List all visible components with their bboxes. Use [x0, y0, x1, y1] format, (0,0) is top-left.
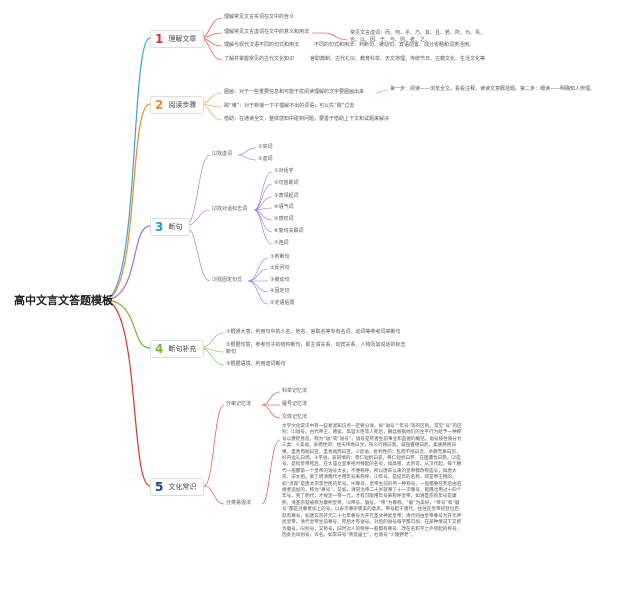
node-proper-nouns[interactable]: ①根通大意，利用句中的人名、地名、官职名等专有名词、动词等参考词来断句: [226, 329, 401, 335]
node-category-confusion[interactable]: 分类易混法: [226, 500, 252, 506]
node-item[interactable]: ⑤定语后置: [270, 300, 295, 306]
node-item[interactable]: ③被动句: [270, 277, 290, 283]
node-notional-words[interactable]: 理解常见文言实词在文中的含义: [224, 14, 295, 20]
node-sentence-patterns[interactable]: 理解与现代汉语不同的句式和用法: [224, 42, 300, 48]
node-skip-hard[interactable]: 跨“难”：对于新接一下子理解不出的词语，可以先“跨”过去: [224, 103, 355, 109]
root-topic[interactable]: 高中文言文答题模板: [14, 294, 113, 307]
node-item[interactable]: ③表领起词: [274, 193, 299, 199]
node-function-words-detail[interactable]: 常见文言虚词：而、何、乎、乃、其、且、若、所、为、焉、也、以、因、于、与、则、者…: [350, 30, 486, 43]
node-item[interactable]: 文体记忆法: [282, 414, 308, 420]
node-find-dialogue-markers[interactable]: ⑵找对话标志词: [212, 206, 248, 212]
node-item[interactable]: ①对话字: [274, 168, 294, 174]
node-item[interactable]: 履号记忆法: [282, 401, 308, 407]
node-item[interactable]: ②虚词: [258, 156, 273, 162]
node-category-confusion-detail[interactable]: 文学文化常识中有一些易混知识点一定要分清。如“谥号”“年号”等的区别。常见“号”…: [282, 424, 462, 538]
node-item[interactable]: ④固定句: [270, 288, 290, 294]
topic-label: 断句: [168, 223, 183, 231]
node-use-context-words[interactable]: ③根据语境，利用虚词断句: [226, 361, 286, 367]
node-sentence-structure[interactable]: ②根据句意，参考句子的结构断句，即主谓关系、动宾关系、人物及其说话的标志断句: [226, 342, 406, 355]
topic-label: 断句补充: [168, 345, 197, 353]
node-item[interactable]: ②反问句: [270, 265, 290, 271]
node-item[interactable]: ⑦连词: [274, 240, 289, 246]
topic-reading-steps[interactable]: 2 阅读步骤: [150, 96, 205, 114]
topic-label: 理解文章: [168, 35, 197, 43]
node-use-context[interactable]: 借助：在通读全文，整体感知中碰到问题，要善于借助上下文和试题来解决: [224, 116, 390, 122]
node-item[interactable]: ①实词: [258, 144, 273, 150]
node-culture-knowledge[interactable]: 了解并掌握常见的古代文化知识: [224, 56, 295, 62]
topic-label: 阅读步骤: [168, 101, 197, 109]
topic-number: 3: [155, 220, 164, 234]
topic-number: 2: [155, 98, 164, 112]
node-find-function-words[interactable]: ⑴找虚词: [212, 151, 233, 157]
topic-sentence-break[interactable]: 3 断句: [150, 218, 191, 236]
node-function-words[interactable]: 理解常见文言虚词在文中的意义和用法: [224, 29, 310, 35]
node-item[interactable]: ⑤感叹词: [274, 216, 294, 222]
topic-number: 5: [155, 480, 164, 494]
node-item[interactable]: 科举记忆法: [282, 388, 308, 394]
node-sentence-patterns-detail[interactable]: 不同的句式和用法：判断句、被动句、宾语前置、成分省略和词类活用。: [314, 42, 475, 48]
node-item[interactable]: ②句首助词: [274, 180, 299, 186]
topic-understand-article[interactable]: 1 理解文章: [150, 30, 205, 48]
node-circle-mark[interactable]: 圈画：对于一些重要信息和可能干扰阅读理解的文字要圈画出来: [224, 89, 365, 95]
node-series-memory[interactable]: 分串记忆法: [226, 401, 252, 407]
node-reading-detail[interactable]: 第一步：阅读——浏览全文，看看注释，读读文意概括题。第二步：细读——明确知人辨理…: [390, 86, 596, 92]
topic-number: 1: [155, 32, 164, 46]
node-culture-knowledge-detail[interactable]: 官职典制、古代礼仪、教育科举、天文地理、传统节日、古籍文化、生活文化等: [310, 56, 486, 62]
node-item[interactable]: ①判断句: [270, 254, 290, 260]
node-find-fixed-patterns[interactable]: ⑶找固定句式: [212, 277, 243, 283]
topic-culture-common-sense[interactable]: 5 文化常识: [150, 478, 205, 496]
topic-break-supplement[interactable]: 4 断句补充: [150, 340, 205, 358]
node-item[interactable]: ④语气词: [274, 204, 294, 210]
topic-number: 4: [155, 342, 164, 356]
node-item[interactable]: ⑥复句关联词: [274, 228, 304, 234]
topic-label: 文化常识: [168, 483, 197, 491]
